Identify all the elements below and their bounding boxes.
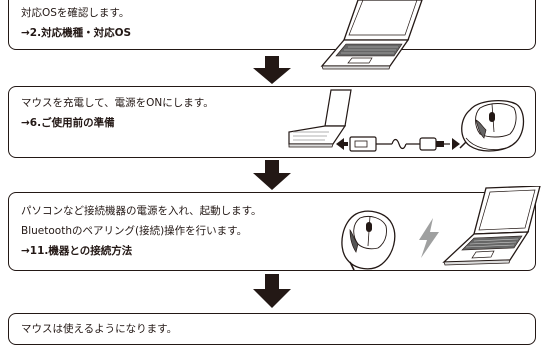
step-3-line-1: パソコンなど接続機器の電源を入れ、起動します。	[21, 205, 262, 217]
step-2-link[interactable]: →6.ご使用前の準備	[21, 117, 115, 129]
laptop-icon	[442, 186, 541, 266]
step-2-text: マウスを充電して、電源をONにします。 →6.ご使用前の準備	[21, 93, 214, 133]
step-1-link[interactable]: →2.対応機種・対応OS	[21, 27, 132, 39]
laptop-icon	[320, 0, 423, 70]
usb-cable-icon	[336, 136, 460, 152]
step-4-line-1: マウスは使えるようになります。	[21, 323, 178, 335]
step-4-box: マウスは使えるようになります。	[8, 313, 536, 345]
step-1-line-1: 対応OSを確認します。	[21, 7, 130, 19]
step-2-line-1: マウスを充電して、電源をONにします。	[21, 97, 214, 109]
down-arrow-icon	[253, 56, 291, 84]
step-1-text: 対応OSを確認します。 →2.対応機種・対応OS	[21, 3, 131, 43]
lightning-icon	[419, 218, 439, 258]
step-3-link[interactable]: →11.機器との接続方法	[21, 245, 133, 257]
step-1-box: 対応OSを確認します。 →2.対応機種・対応OS	[8, 0, 536, 50]
step-4-text: マウスは使えるようになります。	[21, 319, 177, 339]
down-arrow-icon	[253, 160, 291, 190]
mouse-icon	[341, 210, 396, 271]
step-3-line-2: Bluetoothのペアリング(接続)操作を行います。	[21, 225, 248, 237]
mouse-icon	[459, 99, 525, 152]
step-3-text: パソコンなど接続機器の電源を入れ、起動します。 Bluetoothのペアリング(…	[21, 201, 262, 261]
down-arrow-icon	[253, 274, 291, 308]
step-2-box: マウスを充電して、電源をONにします。 →6.ご使用前の準備	[8, 86, 536, 158]
laptop-icon	[288, 89, 352, 148]
